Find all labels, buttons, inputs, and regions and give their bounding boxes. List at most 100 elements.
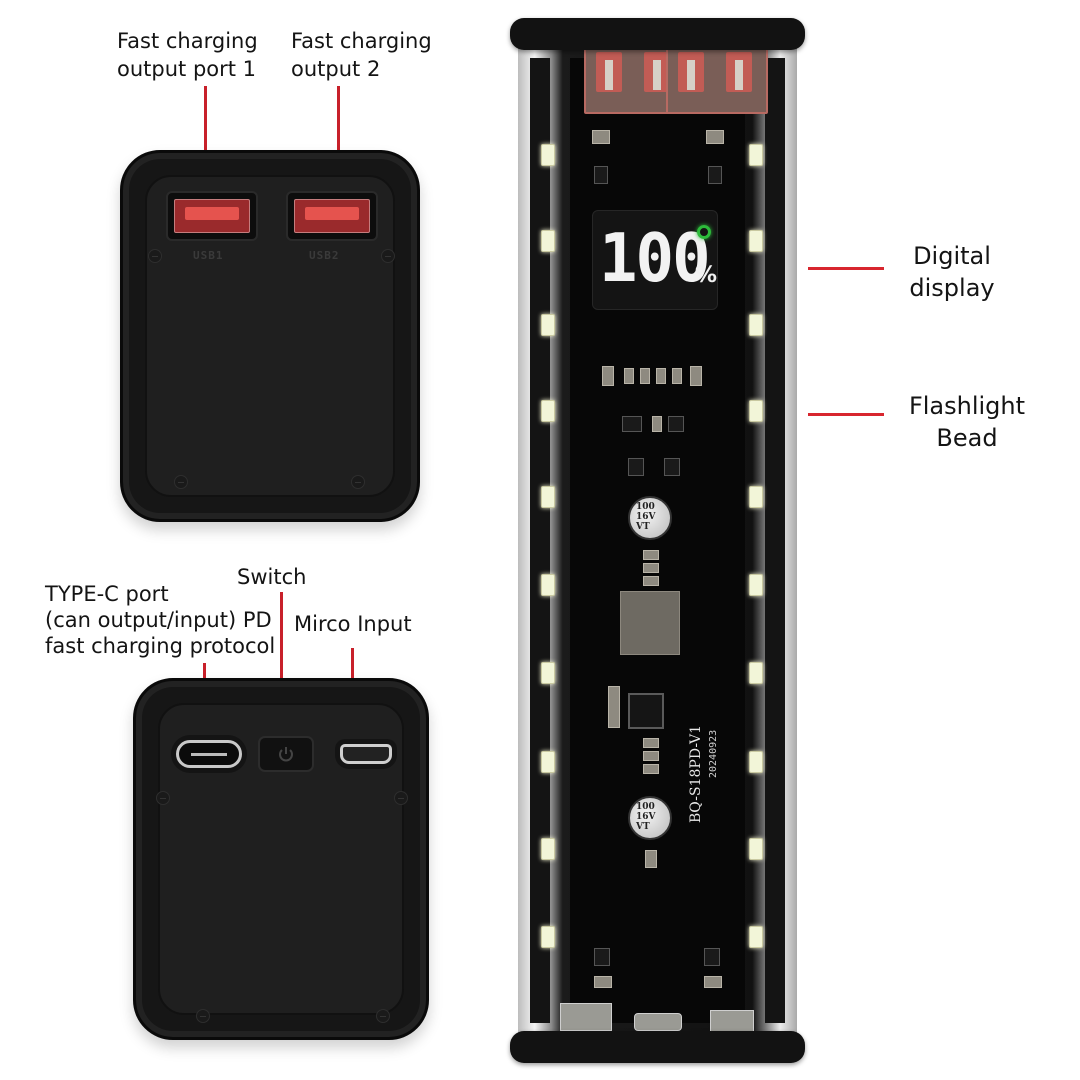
flashlight-bead [541,230,555,252]
ic-chip [708,166,722,184]
flashlight-bead [749,574,763,596]
display-label-line2: display [909,274,995,302]
flashlight-bead [541,314,555,336]
ic-chip [594,166,608,184]
usb-a-port-2[interactable] [286,191,378,241]
smd-component [706,130,724,144]
led-rail-right [765,58,785,1023]
typec-label-line2: (can output/input) PD [45,608,272,632]
usb2-leader-line [337,86,340,186]
usb-c-connector [560,1003,612,1031]
usb1-label-line2: output port 1 [117,57,257,81]
tube-top-cap [510,18,805,50]
flashlight-bead [541,574,555,596]
smd-component [672,368,682,384]
input-end-cap [133,678,429,1040]
usb1-label-line1: Fast charging [117,29,258,53]
pcb-model-marking: BQ-S18PD-V1 [688,724,704,823]
power-switch[interactable] [258,736,314,772]
inductor [620,591,680,655]
smd-component [624,368,634,384]
ic-chip [668,416,684,432]
usb1-leader-line [204,86,207,186]
usb-a-connector-2 [666,44,768,114]
usb2-label: Fast charging output 2 [291,27,432,83]
screw-icon [148,249,162,263]
smd-component [602,366,614,386]
smd-component [608,686,620,728]
screw-icon [156,791,170,805]
circuit-board [570,58,745,1023]
capacitor-text: 100 16V VT [636,802,656,832]
smd-component [643,764,659,774]
switch-connector [634,1013,682,1031]
pcb-date-marking: 20240923 [708,729,719,778]
typec-label-line3: fast charging protocol [45,634,276,658]
flashlight-bead-label: Flashlight Bead [892,390,1042,454]
power-icon [279,747,293,762]
screw-icon [376,1009,390,1023]
charging-indicator-icon [697,225,711,239]
micro-input-label: Mirco Input [294,612,412,636]
led-rail-left [530,58,550,1023]
smd-component [704,976,722,988]
flashlight-bead [749,230,763,252]
capacitor: 100 16V VT [628,796,672,840]
tube-bottom-cap [510,1031,805,1063]
switch-label: Switch [237,565,307,589]
usb-c-port[interactable] [176,740,242,768]
flashlight-bead [541,662,555,684]
bead-label-line2: Bead [936,424,998,452]
ic-chip [664,458,680,476]
usb1-label: Fast charging output port 1 [117,27,258,83]
screw-icon [394,791,408,805]
capacitor-text: 100 16V VT [636,502,656,532]
smd-component [652,416,662,432]
bead-label-line1: Flashlight [908,392,1026,420]
flashlight-bead [749,400,763,422]
screw-icon [381,249,395,263]
flashlight-bead [541,486,555,508]
smd-component [643,576,659,586]
digital-display-label: Digital display [893,240,1011,304]
smd-component [643,550,659,560]
flashlight-bead [749,314,763,336]
smd-component [645,850,657,868]
switch-leader-line [280,592,283,720]
display-leader-line [808,267,884,270]
bead-leader-line [808,413,884,416]
micro-usb-port[interactable] [340,744,392,764]
smd-component [592,130,610,144]
usb2-label-line1: Fast charging [291,29,432,53]
screw-icon [351,475,365,489]
usb-end-cap: USB1 USB2 [120,150,420,522]
smd-component [594,976,612,988]
flashlight-bead [541,144,555,166]
ic-chip [594,948,610,966]
display-label-line1: Digital [913,242,991,270]
smd-component [640,368,650,384]
typec-label-line1: TYPE-C port [45,582,169,606]
display-unit: % [695,263,718,288]
flashlight-bead [541,400,555,422]
smd-component [643,751,659,761]
ic-chip [704,948,720,966]
flashlight-bead [749,144,763,166]
flashlight-bead [541,838,555,860]
flashlight-bead [749,662,763,684]
flashlight-bead [749,838,763,860]
flashlight-bead [541,751,555,773]
usb1-marking: USB1 [193,249,224,262]
smd-component [643,738,659,748]
main-controller-chip [628,693,664,729]
ic-chip [628,458,644,476]
smd-component [656,368,666,384]
ic-chip [622,416,642,432]
power-bank-tube: 100 % 100 16V VT BQ-S18PD-V1 20240923 10… [510,18,805,1063]
smd-component [690,366,702,386]
digital-display: 100 % [592,210,718,310]
flashlight-bead [749,486,763,508]
capacitor: 100 16V VT [628,496,672,540]
usb-a-port-1[interactable] [166,191,258,241]
flashlight-bead [749,926,763,948]
